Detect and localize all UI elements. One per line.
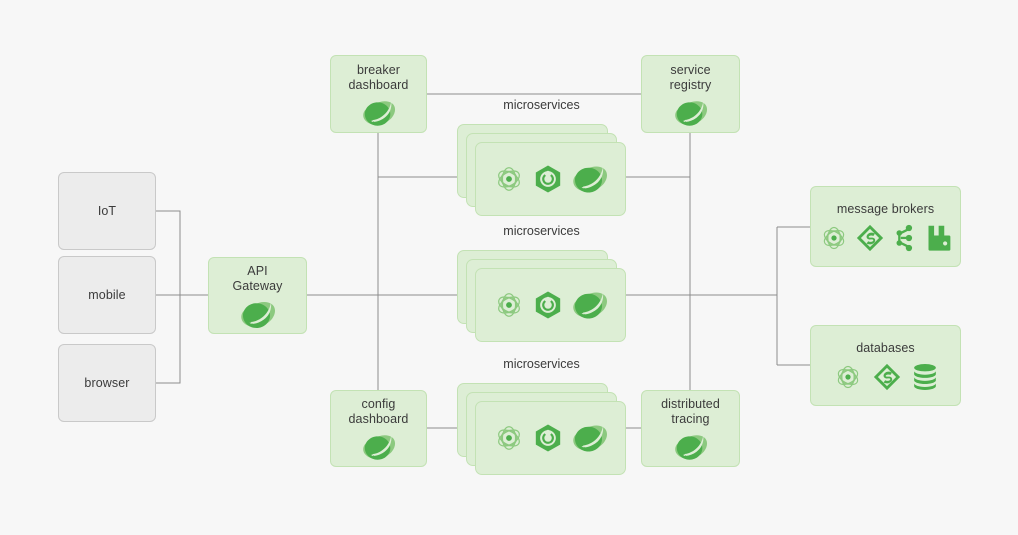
breaker-dashboard-node[interactable]: breaker dashboard (330, 55, 427, 133)
node-icons (494, 290, 608, 320)
database-cylinder-icon (912, 363, 938, 391)
node-label: browser (84, 375, 130, 390)
spring-leaf-icon (362, 434, 396, 460)
spring-boot-hexagon-icon (533, 423, 563, 453)
spring-leaf-icon (674, 434, 708, 460)
node-icons (674, 100, 708, 126)
spring-cloud-flower-icon (820, 224, 848, 252)
spring-cloud-flower-icon (494, 423, 524, 453)
spring-cloud-flower-icon (834, 363, 862, 391)
databases-node[interactable]: databases (810, 325, 961, 406)
node-label: config dashboard (348, 397, 409, 426)
spring-leaf-icon (674, 100, 708, 126)
spring-cloud-flower-icon (494, 290, 524, 320)
config-dashboard-node[interactable]: config dashboard (330, 390, 427, 467)
stack-card-front[interactable] (475, 142, 626, 216)
group-caption: microservices (503, 224, 580, 238)
spring-boot-hexagon-icon (533, 164, 563, 194)
group-caption: microservices (503, 357, 580, 371)
node-label: databases (856, 340, 915, 355)
stack-card-front[interactable] (475, 401, 626, 475)
node-icons (820, 224, 952, 252)
spring-data-diamond-icon (873, 363, 901, 391)
stack-card-front[interactable] (475, 268, 626, 342)
distributed-tracing-node[interactable]: distributed tracing (641, 390, 740, 467)
node-label: distributed tracing (661, 397, 720, 426)
client-node-mobile[interactable]: mobile (58, 256, 156, 334)
node-icons (494, 164, 608, 194)
node-label: service registry (669, 62, 712, 92)
group-caption: microservices (503, 98, 580, 112)
node-icons (834, 363, 938, 391)
rabbitmq-icon (926, 224, 952, 252)
spring-leaf-icon (240, 301, 276, 328)
spring-cloud-flower-icon (494, 164, 524, 194)
node-icons (362, 434, 396, 460)
node-label: message brokers (836, 201, 935, 216)
node-label: IoT (97, 203, 117, 218)
client-node-browser[interactable]: browser (58, 344, 156, 422)
spring-leaf-icon (572, 424, 608, 452)
spring-leaf-icon (572, 291, 608, 319)
node-label: mobile (88, 287, 126, 302)
node-icons (494, 423, 608, 453)
service-registry-node[interactable]: service registry (641, 55, 740, 133)
spring-boot-hexagon-icon (533, 290, 563, 320)
node-label: breaker dashboard (348, 62, 409, 92)
node-icons (674, 434, 708, 460)
kafka-icon (892, 224, 918, 252)
node-icons (362, 100, 396, 126)
api-gateway-node[interactable]: API Gateway (208, 257, 307, 334)
message-brokers-node[interactable]: message brokers (810, 186, 961, 267)
spring-leaf-icon (572, 165, 608, 193)
client-node-iot[interactable]: IoT (58, 172, 156, 250)
spring-data-diamond-icon (856, 224, 884, 252)
spring-leaf-icon (362, 100, 396, 126)
node-label: API Gateway (232, 263, 283, 293)
node-icons (240, 301, 276, 328)
